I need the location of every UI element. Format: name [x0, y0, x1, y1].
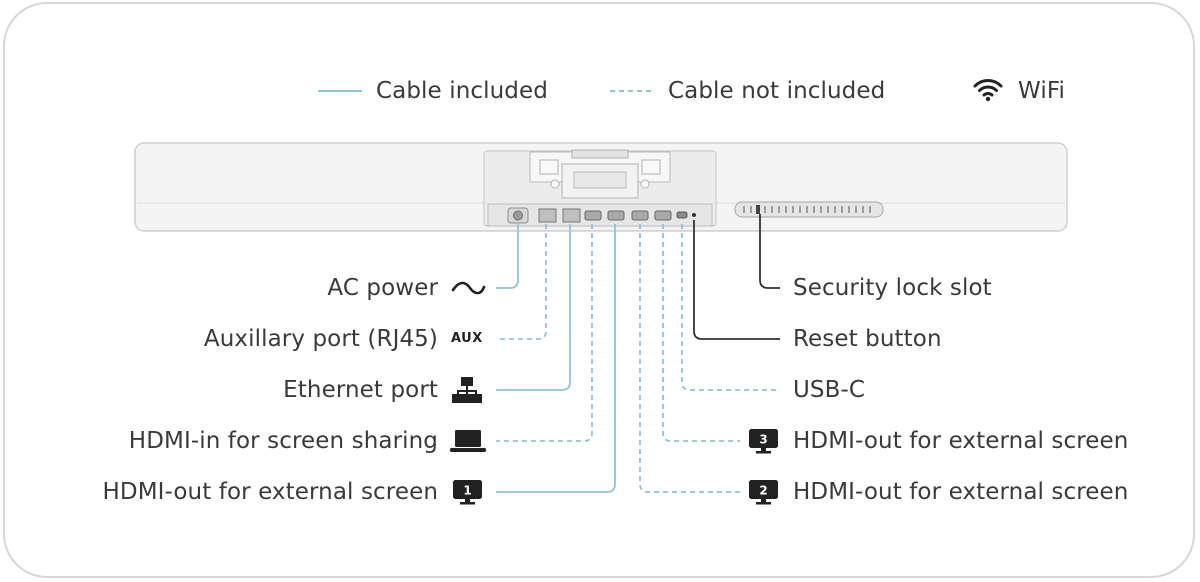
monitor-1-number: 1 — [463, 484, 471, 498]
usb-c-socket — [676, 211, 688, 219]
line-ac-power — [496, 224, 519, 289]
wifi-icon — [973, 79, 1003, 102]
label-reset-button: Reset button — [793, 326, 942, 352]
hdmi-out-1-socket — [607, 210, 625, 221]
legend-not-included-label: Cable not included — [668, 78, 886, 104]
hdmi-in-socket — [584, 210, 602, 221]
label-hdmi-out-2: HDMI-out for external screen — [793, 479, 1129, 505]
line-security-lock — [759, 214, 780, 289]
label-usb-c: USB-C — [793, 377, 866, 403]
monitor-3-number: 3 — [759, 433, 767, 447]
label-ac-power: AC power — [327, 275, 438, 301]
label-hdmi-out-3: HDMI-out for external screen — [793, 428, 1129, 454]
legend-wifi-label: WiFi — [1018, 78, 1065, 104]
line-ethernet — [496, 224, 571, 391]
label-aux-port: Auxillary port (RJ45) — [203, 326, 438, 352]
ethernet-socket — [562, 208, 581, 223]
hdmi-out-2-socket — [631, 210, 649, 221]
network-icon — [452, 377, 482, 403]
ac-wave-icon — [451, 281, 486, 295]
security-lock-hole — [756, 205, 760, 214]
line-reset — [693, 220, 780, 340]
legend-included-label: Cable included — [376, 78, 548, 104]
device-bar — [134, 142, 1068, 232]
monitor-2-number: 2 — [759, 484, 767, 498]
laptop-icon — [450, 430, 486, 452]
ac-power-socket — [507, 207, 529, 224]
label-hdmi-in: HDMI-in for screen sharing — [128, 428, 438, 454]
monitor-3-icon: 3 — [749, 429, 778, 454]
line-hdmi-in — [496, 224, 593, 442]
line-hdmi-out-3 — [662, 224, 740, 442]
diagram-card — [3, 2, 1195, 578]
monitor-1-icon: 1 — [453, 480, 482, 505]
monitor-2-icon: 2 — [749, 480, 778, 505]
line-hdmi-out-2 — [639, 224, 740, 493]
label-security-lock: Security lock slot — [793, 275, 992, 301]
aux-icon: AUX — [451, 331, 483, 346]
hdmi-out-3-socket — [654, 210, 672, 221]
reset-pinhole — [692, 213, 696, 217]
label-hdmi-out-1: HDMI-out for external screen — [102, 479, 438, 505]
line-hdmi-out-1 — [496, 224, 616, 493]
vent-grille — [734, 201, 884, 218]
line-usb-c — [681, 224, 780, 391]
line-aux — [496, 224, 547, 340]
aux-socket — [538, 208, 557, 223]
label-ethernet-port: Ethernet port — [283, 377, 438, 403]
